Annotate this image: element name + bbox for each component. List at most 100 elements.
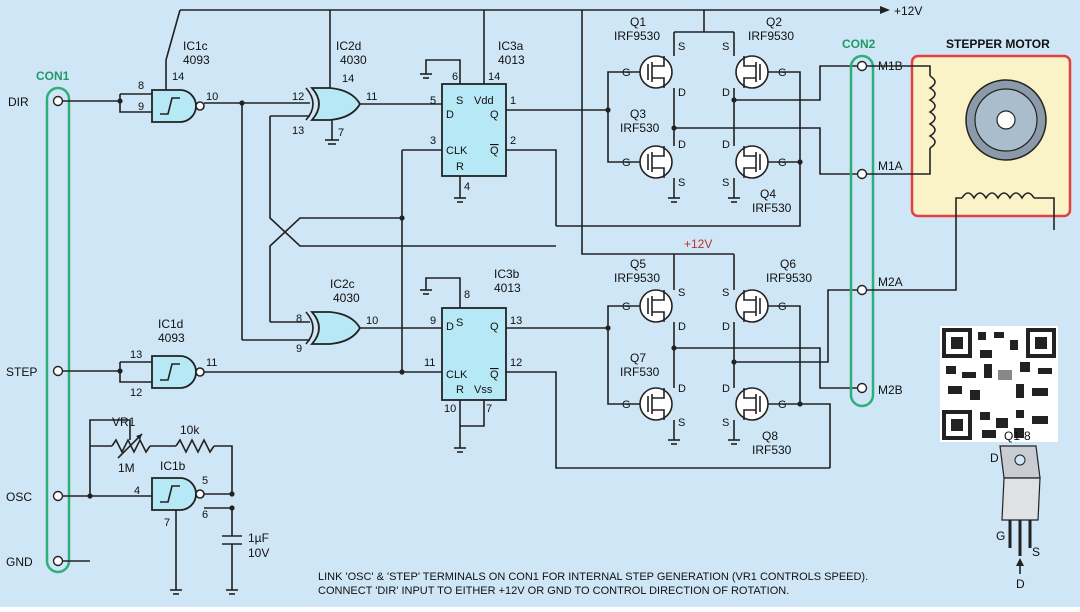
ic2c-name: IC2c <box>330 277 355 291</box>
svg-text:S: S <box>678 41 685 53</box>
con2-terminal-m1a[interactable] <box>856 168 868 180</box>
vr1-value: 1M <box>118 461 135 475</box>
schmitt-nand-icon <box>151 89 197 123</box>
schmitt-nand-icon-2 <box>151 355 197 389</box>
ic1d-part: 4093 <box>158 331 185 345</box>
svg-text:S: S <box>678 287 685 299</box>
mosfet-q8: Q8 IRF530 G D S <box>722 383 792 457</box>
svg-text:IRF9530: IRF9530 <box>614 271 660 285</box>
mosfet-q4: Q4 IRF530 G D S <box>722 139 792 215</box>
svg-text:Q4: Q4 <box>760 187 776 201</box>
ic2d-name: IC2d <box>336 39 361 53</box>
svg-text:10: 10 <box>366 315 378 327</box>
svg-text:M2B: M2B <box>878 383 903 397</box>
svg-text:14: 14 <box>172 71 184 83</box>
svg-text:S: S <box>1032 545 1040 559</box>
con1-terminal-gnd[interactable] <box>52 555 64 567</box>
svg-text:1: 1 <box>510 95 516 107</box>
power-rail-top: +12V <box>180 4 922 18</box>
coil-2 <box>961 192 1035 200</box>
rail-top-label: +12V <box>894 4 922 18</box>
svg-text:D: D <box>678 321 686 333</box>
svg-text:G: G <box>778 301 787 313</box>
svg-text:S: S <box>722 177 729 189</box>
svg-text:D: D <box>722 321 730 333</box>
svg-text:11: 11 <box>206 357 217 369</box>
to220-package: Q1-8 D G S D <box>990 429 1041 591</box>
svg-text:Q1: Q1 <box>630 15 646 29</box>
svg-text:7: 7 <box>486 403 492 415</box>
svg-text:6: 6 <box>202 509 208 521</box>
rail-mid-label: +12V <box>684 237 712 251</box>
con1-terminal-dir[interactable] <box>52 95 64 107</box>
svg-text:D: D <box>678 383 686 395</box>
mosfet-icon-5 <box>639 289 673 323</box>
svg-text:D: D <box>446 321 454 333</box>
ic3a-name: IC3a <box>498 39 524 53</box>
gate-ic1b: IC1b 4 5 6 7 <box>134 459 208 529</box>
svg-text:R: R <box>456 161 464 173</box>
to220-package-icon <box>999 445 1041 556</box>
flipflop-ic3b: IC3b 4013 S D Q CLK Q R Vss 8 9 13 11 12… <box>424 267 522 415</box>
svg-text:M1A: M1A <box>878 159 903 173</box>
svg-text:S: S <box>722 417 729 429</box>
svg-text:G: G <box>622 399 631 411</box>
svg-text:8: 8 <box>138 80 144 92</box>
svg-text:D: D <box>678 139 686 151</box>
ic1d-name: IC1d <box>158 317 183 331</box>
svg-text:7: 7 <box>164 517 170 529</box>
con2-terminal-m2b[interactable] <box>856 382 868 394</box>
con2-terminal-m1b[interactable] <box>856 60 868 72</box>
capacitor-1uf: 1µF 10V <box>222 531 269 590</box>
svg-text:12: 12 <box>130 387 142 399</box>
svg-text:S: S <box>722 287 729 299</box>
r1-value: 10k <box>180 423 200 437</box>
svg-text:6: 6 <box>452 71 458 83</box>
con2-label: CON2 <box>842 37 876 51</box>
con2-terminal-m2a[interactable] <box>856 284 868 296</box>
gate-ic2c: IC2c 4030 8 9 10 <box>296 277 378 355</box>
ic2d-part: 4030 <box>340 53 367 67</box>
motor-label: STEPPER MOTOR <box>946 37 1050 51</box>
schmitt-nand-icon-3 <box>151 477 197 511</box>
gate-ic1c: IC1c 4093 8 9 10 14 <box>138 9 218 123</box>
svg-text:G: G <box>996 529 1005 543</box>
svg-text:Q8: Q8 <box>762 429 778 443</box>
cap-value: 1µF <box>248 531 269 545</box>
svg-text:D: D <box>678 87 686 99</box>
ic3b-body <box>441 307 507 401</box>
con1-connector: CON1 DIR STEP OSC GND <box>6 69 71 574</box>
svg-text:9: 9 <box>296 343 302 355</box>
con1-terminal-step[interactable] <box>52 365 64 377</box>
svg-text:11: 11 <box>366 91 377 103</box>
svg-text:G: G <box>778 399 787 411</box>
svg-text:M2A: M2A <box>878 275 903 289</box>
note-line-2: CONNECT 'DIR' INPUT TO EITHER +12V OR GN… <box>318 585 789 597</box>
resistor-10k: 10k <box>175 423 215 454</box>
svg-text:G: G <box>622 67 631 79</box>
svg-text:13: 13 <box>510 315 522 327</box>
ic1b-name: IC1b <box>160 459 186 473</box>
svg-text:G: G <box>778 157 787 169</box>
vr1-label: VR1 <box>112 415 136 429</box>
svg-text:S: S <box>456 95 463 107</box>
stepper-motor: STEPPER MOTOR <box>866 37 1072 291</box>
svg-text:Vss: Vss <box>474 384 493 396</box>
mosfet-icon-4 <box>735 145 769 179</box>
svg-text:D: D <box>1016 577 1025 591</box>
xor-gate-icon-2 <box>310 311 362 345</box>
coil-1 <box>928 75 936 149</box>
svg-text:G: G <box>622 157 631 169</box>
ic3a-body <box>441 83 507 177</box>
qr-code-icon <box>940 326 1058 442</box>
svg-text:14: 14 <box>342 73 354 85</box>
mosfet-icon <box>639 55 673 89</box>
con1-terminal-osc[interactable] <box>52 490 64 502</box>
svg-text:S: S <box>678 177 685 189</box>
mosfet-q2: Q2 IRF9530 G S D <box>722 15 794 99</box>
flipflop-ic3a: IC3a 4013 S Vdd D Q CLK Q R 6 14 5 1 3 2… <box>430 39 525 193</box>
svg-text:S: S <box>722 41 729 53</box>
ic1c-name: IC1c <box>183 39 208 53</box>
